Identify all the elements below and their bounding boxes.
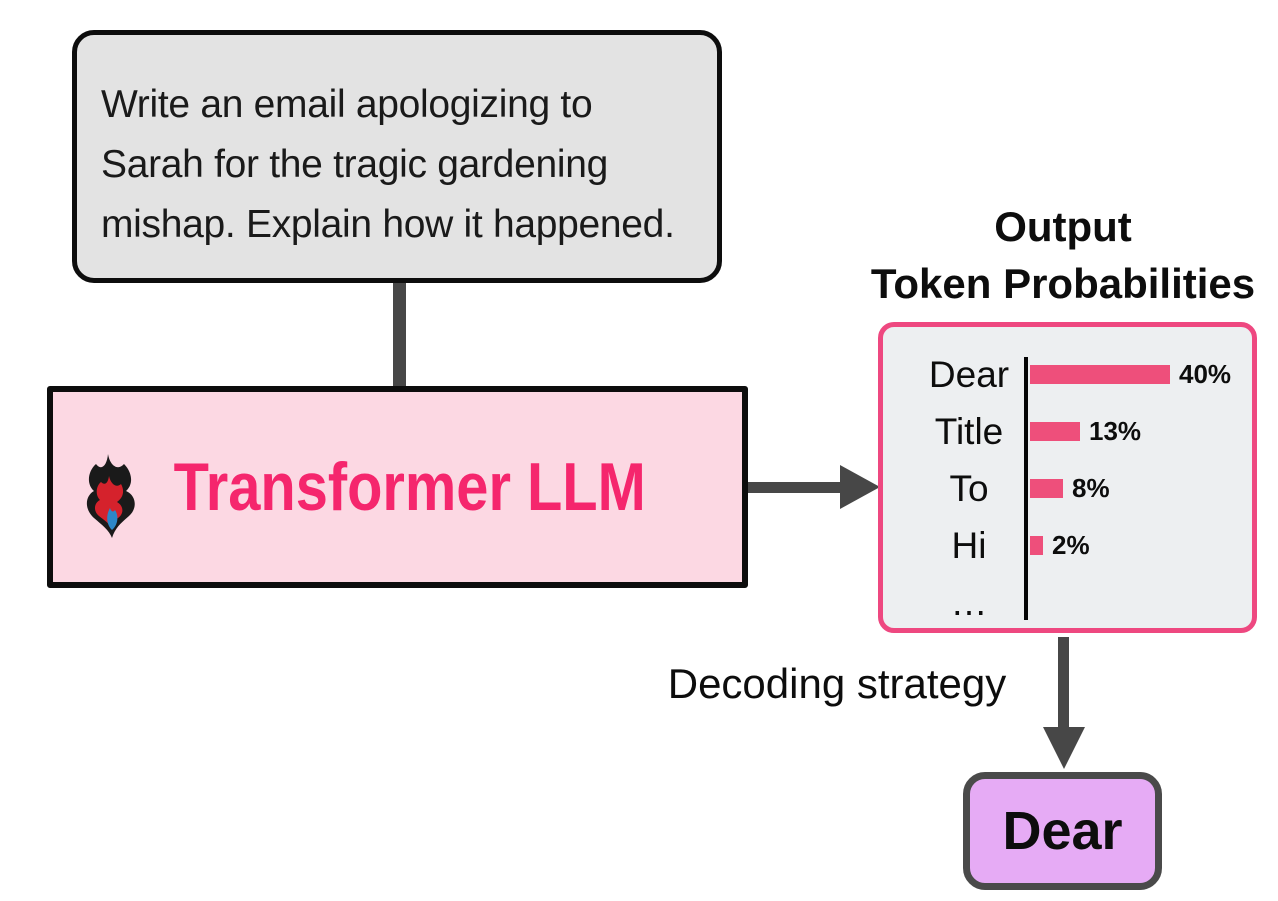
transformer-llm-box: Transformer LLM [47, 386, 748, 588]
prob-value-label: 8% [1072, 473, 1110, 503]
token-label: To [949, 467, 989, 509]
probabilities-to-output-arrow [1058, 637, 1069, 729]
chart-title-line1: Output [994, 203, 1132, 250]
decoding-strategy-label: Decoding strategy [667, 660, 1007, 707]
llm-to-probabilities-arrow [748, 482, 842, 493]
prob-value-label: 2% [1052, 530, 1090, 560]
prob-bar [1030, 422, 1080, 441]
prob-value-label: 40% [1179, 359, 1232, 389]
token-prob-row: Title 13% [883, 403, 1252, 460]
token-label: Dear [928, 353, 1010, 395]
output-token-label: Dear [1002, 801, 1123, 861]
chart-axis-line [1024, 357, 1028, 620]
prob-bar [1030, 365, 1170, 384]
flame-icon [86, 454, 135, 538]
token-label: … [950, 581, 988, 623]
token-label: Title [934, 410, 1004, 452]
token-prob-row: To 8% [883, 460, 1252, 517]
chart-title-line2: Token Probabilities [870, 260, 1256, 307]
token-prob-row: Hi 2% [883, 517, 1252, 574]
token-prob-row: … [883, 574, 1252, 628]
prompt-text: Write an email apologizing to Sarah for … [101, 83, 675, 246]
token-probabilities-chart: Dear 40% Title 13% To 8% Hi 2% … [878, 322, 1257, 633]
chart-title: Output Token Probabilities [848, 198, 1278, 312]
probabilities-to-output-arrow-head-icon [1043, 727, 1085, 769]
output-token-box: Dear [963, 772, 1162, 890]
prompt-to-llm-connector [393, 283, 406, 387]
prob-bar [1030, 536, 1043, 555]
prompt-box: Write an email apologizing to Sarah for … [72, 30, 722, 283]
token-label: Hi [951, 524, 987, 566]
prob-value-label: 13% [1089, 416, 1142, 446]
token-prob-rows: Dear 40% Title 13% To 8% Hi 2% … [883, 346, 1252, 628]
transformer-llm-label: Transformer LLM [173, 449, 646, 525]
token-prob-row: Dear 40% [883, 346, 1252, 403]
prob-bar [1030, 479, 1063, 498]
llm-to-probabilities-arrow-head-icon [840, 465, 880, 509]
